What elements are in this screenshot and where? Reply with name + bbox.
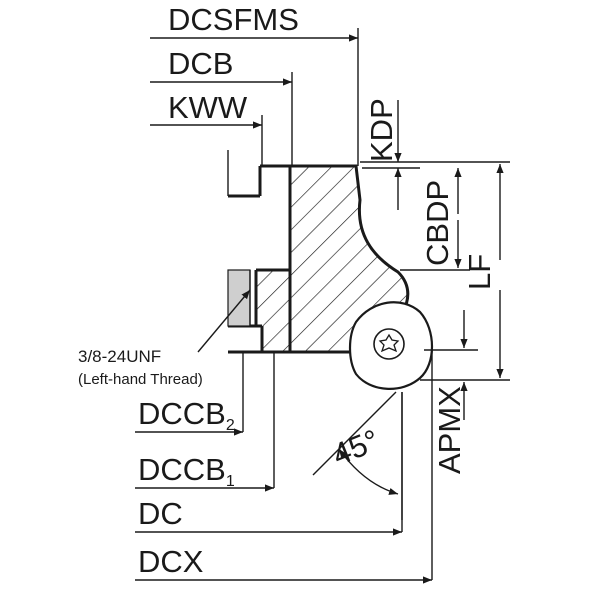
label-dcsfms: DCSFMS	[168, 2, 299, 37]
label-dccb1-main: DCCB	[138, 452, 226, 487]
label-dcb: DCB	[168, 46, 233, 81]
body-lower-hatched	[256, 270, 290, 352]
label-dccb2-main: DCCB	[138, 396, 226, 431]
label-dcx: DCX	[138, 544, 204, 579]
label-lf: LF	[462, 254, 497, 290]
label-kdp: KDP	[364, 98, 399, 162]
cutting-insert	[348, 301, 433, 390]
label-thread-note: (Left-hand Thread)	[78, 371, 203, 388]
left-extension-lines	[135, 34, 432, 584]
right-dimensions	[360, 100, 510, 420]
label-dccb2: DCCB2	[138, 396, 235, 434]
threaded-bore	[227, 269, 251, 327]
label-cbdp: CBDP	[420, 180, 455, 266]
label-dccb1: DCCB1	[138, 452, 235, 490]
angle-dimension	[312, 391, 403, 520]
torx-screw-icon	[378, 333, 400, 353]
thread-leader-line	[197, 289, 251, 353]
label-dc: DC	[138, 496, 183, 531]
label-dccb1-sub: 1	[226, 473, 235, 490]
label-thread-spec: 3/8-24UNF	[78, 347, 161, 366]
angle-arc	[338, 448, 399, 495]
label-dccb2-sub: 2	[226, 417, 235, 434]
label-angle-45: 45°	[328, 422, 385, 472]
body-outline	[260, 164, 410, 313]
label-kww: KWW	[168, 90, 248, 125]
label-apmx: APMX	[432, 386, 467, 474]
angle-leg-diagonal	[312, 391, 397, 476]
